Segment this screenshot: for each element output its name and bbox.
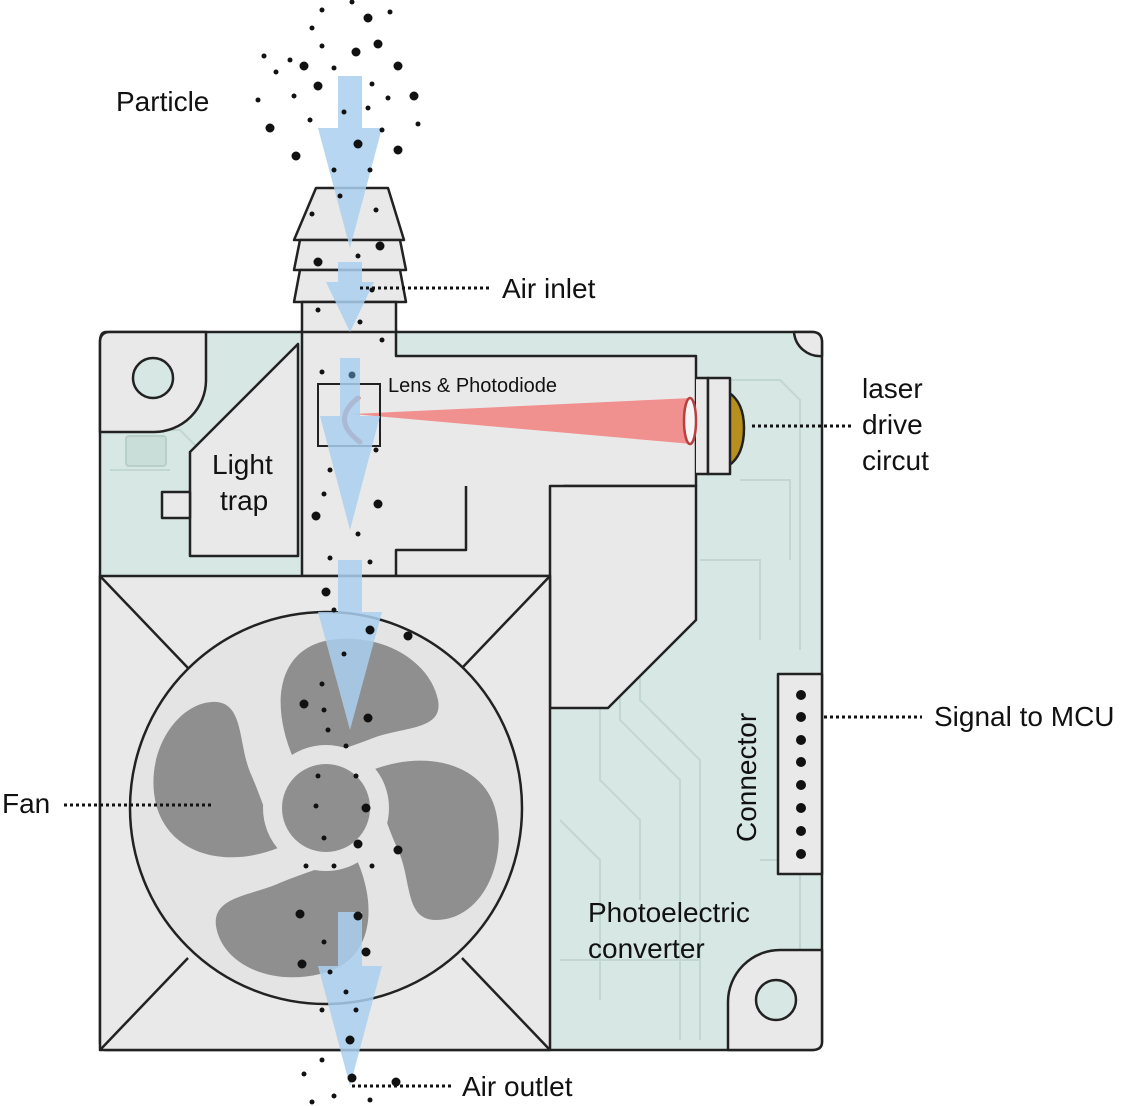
laser-beam: [352, 396, 698, 446]
fan-label: Fan: [2, 788, 50, 819]
leader-lines: [64, 286, 922, 1088]
light-trap-label-line2: trap: [220, 485, 268, 516]
particle-label: Particle: [116, 86, 209, 117]
optical-chamber: [300, 328, 710, 710]
mounting-hole-top-left: [98, 330, 208, 434]
laser-label-line3: circut: [862, 445, 929, 476]
mounting-hole-bottom-right: [726, 948, 824, 1052]
photoelectric-label-line1: Photoelectric: [588, 897, 750, 928]
air-outlet-label: Air outlet: [462, 1071, 573, 1102]
signal-label: Signal to MCU: [934, 701, 1115, 732]
particles: [255, 0, 421, 1105]
air-inlet-label: Air inlet: [502, 273, 596, 304]
laser-diode-icon: [706, 376, 746, 476]
mounting-corner-top-right: [792, 330, 824, 358]
photoelectric-label-line2: converter: [588, 933, 705, 964]
light-trap-label-line1: Light: [212, 449, 273, 480]
lens-photodiode-label: Lens & Photodiode: [388, 375, 557, 397]
laser-label-line1: laser: [862, 373, 923, 404]
pcb-traces: [110, 379, 801, 1040]
connector-label: Connector: [731, 713, 762, 842]
airflow-arrows: [318, 76, 382, 1086]
fan-blades: [153, 638, 499, 978]
connector: [776, 672, 824, 876]
light-trap: [160, 342, 300, 558]
pin-icon: [796, 690, 806, 859]
laser-label-line2: drive: [862, 409, 923, 440]
